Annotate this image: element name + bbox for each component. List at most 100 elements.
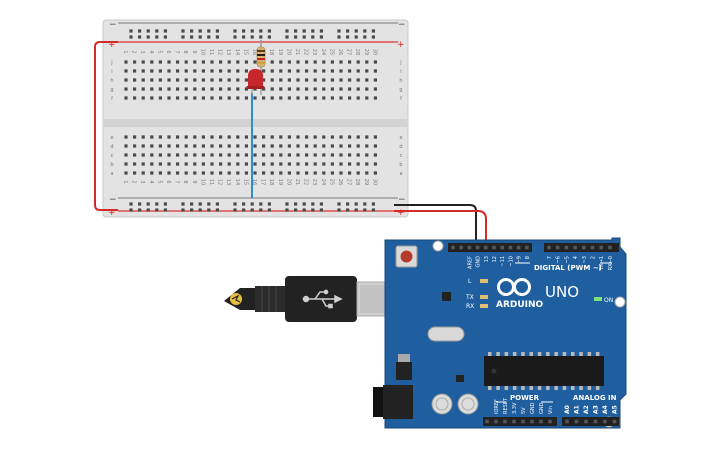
breadboard-hole-i19[interactable] <box>279 69 283 73</box>
digital-header-pins[interactable] <box>451 245 612 250</box>
breadboard-hole-e30[interactable] <box>373 135 377 139</box>
rail-hole-bottom-plus[interactable] <box>146 208 150 212</box>
breadboard-hole-c17[interactable] <box>262 153 266 157</box>
breadboard-hole-d27[interactable] <box>348 144 352 148</box>
breadboard-hole-c28[interactable] <box>356 153 360 157</box>
digital-pin-RX←0[interactable] <box>608 245 612 250</box>
rail-hole-top-plus[interactable] <box>259 35 263 39</box>
breadboard-hole-c5[interactable] <box>158 153 162 157</box>
breadboard-hole-a7[interactable] <box>176 171 180 175</box>
breadboard-holes[interactable] <box>124 29 377 212</box>
breadboard-hole-h24[interactable] <box>322 78 326 82</box>
breadboard-hole-f23[interactable] <box>313 96 317 100</box>
rail-hole-top-plus[interactable] <box>242 35 246 39</box>
rail-hole-top-plus[interactable] <box>337 35 341 39</box>
breadboard-hole-c21[interactable] <box>296 153 300 157</box>
breadboard-hole-d12[interactable] <box>219 144 223 148</box>
breadboard-hole-f22[interactable] <box>305 96 309 100</box>
breadboard-hole-j21[interactable] <box>296 60 300 64</box>
breadboard-hole-g26[interactable] <box>339 87 343 91</box>
breadboard-hole-a4[interactable] <box>150 171 154 175</box>
breadboard-hole-a18[interactable] <box>270 171 274 175</box>
breadboard-hole-b26[interactable] <box>339 162 343 166</box>
rail-hole-top-plus[interactable] <box>363 35 367 39</box>
power-pin-Vin[interactable] <box>548 419 552 424</box>
breadboard[interactable]: − − + + − − + + 112233445566778899101011… <box>102 19 409 218</box>
breadboard-hole-d25[interactable] <box>330 144 334 148</box>
rail-hole-bottom-minus[interactable] <box>294 202 298 206</box>
rail-hole-bottom-plus[interactable] <box>215 208 219 212</box>
breadboard-hole-d8[interactable] <box>184 144 188 148</box>
breadboard-hole-f2[interactable] <box>133 96 137 100</box>
breadboard-hole-j10[interactable] <box>201 60 205 64</box>
breadboard-hole-a27[interactable] <box>348 171 352 175</box>
breadboard-hole-b4[interactable] <box>150 162 154 166</box>
breadboard-hole-b16[interactable] <box>253 162 257 166</box>
analog-pin-A3[interactable] <box>593 419 598 424</box>
rail-hole-bottom-minus[interactable] <box>337 202 341 206</box>
breadboard-hole-g18[interactable] <box>270 87 274 91</box>
breadboard-hole-c8[interactable] <box>184 153 188 157</box>
breadboard-hole-b28[interactable] <box>356 162 360 166</box>
breadboard-hole-h25[interactable] <box>330 78 334 82</box>
digital-pin-13[interactable] <box>484 245 488 250</box>
rail-hole-bottom-minus[interactable] <box>371 202 375 206</box>
breadboard-hole-g10[interactable] <box>201 87 205 91</box>
breadboard-hole-j5[interactable] <box>158 60 162 64</box>
breadboard-hole-b23[interactable] <box>313 162 317 166</box>
breadboard-hole-b18[interactable] <box>270 162 274 166</box>
breadboard-hole-i8[interactable] <box>184 69 188 73</box>
breadboard-hole-i7[interactable] <box>176 69 180 73</box>
breadboard-hole-i18[interactable] <box>270 69 274 73</box>
breadboard-hole-a3[interactable] <box>141 171 145 175</box>
breadboard-hole-j9[interactable] <box>193 60 197 64</box>
breadboard-hole-j15[interactable] <box>244 60 248 64</box>
breadboard-hole-i6[interactable] <box>167 69 171 73</box>
rail-hole-bottom-plus[interactable] <box>190 208 194 212</box>
breadboard-hole-h2[interactable] <box>133 78 137 82</box>
rail-hole-top-plus[interactable] <box>354 35 358 39</box>
breadboard-hole-g2[interactable] <box>133 87 137 91</box>
breadboard-hole-i24[interactable] <box>322 69 326 73</box>
breadboard-hole-c4[interactable] <box>150 153 154 157</box>
breadboard-hole-b22[interactable] <box>305 162 309 166</box>
breadboard-hole-d18[interactable] <box>270 144 274 148</box>
breadboard-hole-d5[interactable] <box>158 144 162 148</box>
rail-hole-bottom-plus[interactable] <box>337 208 341 212</box>
red-led[interactable] <box>246 69 265 95</box>
breadboard-hole-g9[interactable] <box>193 87 197 91</box>
breadboard-hole-d2[interactable] <box>133 144 137 148</box>
breadboard-hole-e15[interactable] <box>244 135 248 139</box>
breadboard-hole-j23[interactable] <box>313 60 317 64</box>
rail-hole-bottom-plus[interactable] <box>155 208 159 212</box>
breadboard-hole-a5[interactable] <box>158 171 162 175</box>
breadboard-hole-f24[interactable] <box>322 96 326 100</box>
rail-hole-bottom-minus[interactable] <box>250 202 254 206</box>
rail-hole-top-plus[interactable] <box>163 35 167 39</box>
breadboard-hole-g6[interactable] <box>167 87 171 91</box>
breadboard-hole-d6[interactable] <box>167 144 171 148</box>
breadboard-hole-e6[interactable] <box>167 135 171 139</box>
rail-hole-bottom-minus[interactable] <box>163 202 167 206</box>
rail-hole-top-minus[interactable] <box>233 29 237 33</box>
breadboard-hole-f12[interactable] <box>219 96 223 100</box>
breadboard-hole-h9[interactable] <box>193 78 197 82</box>
breadboard-hole-e8[interactable] <box>184 135 188 139</box>
breadboard-hole-e13[interactable] <box>227 135 231 139</box>
breadboard-hole-d19[interactable] <box>279 144 283 148</box>
breadboard-hole-i2[interactable] <box>133 69 137 73</box>
breadboard-hole-h21[interactable] <box>296 78 300 82</box>
breadboard-hole-f4[interactable] <box>150 96 154 100</box>
breadboard-hole-e18[interactable] <box>270 135 274 139</box>
breadboard-hole-f7[interactable] <box>176 96 180 100</box>
rail-hole-bottom-minus[interactable] <box>259 202 263 206</box>
rail-hole-bottom-minus[interactable] <box>129 202 133 206</box>
breadboard-hole-a29[interactable] <box>365 171 369 175</box>
breadboard-hole-i4[interactable] <box>150 69 154 73</box>
breadboard-hole-g30[interactable] <box>373 87 377 91</box>
breadboard-hole-d17[interactable] <box>262 144 266 148</box>
breadboard-hole-h28[interactable] <box>356 78 360 82</box>
breadboard-hole-a24[interactable] <box>322 171 326 175</box>
breadboard-hole-i10[interactable] <box>201 69 205 73</box>
